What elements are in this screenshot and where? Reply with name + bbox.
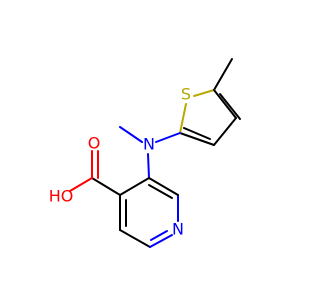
bond-c5-c4-double: [219, 93, 241, 120]
bond-pyridine-c5-c6: [119, 229, 151, 248]
bond-hydroxyl: [69, 177, 93, 192]
bond-pyridine-c6-n: [149, 234, 173, 248]
bond-c2-s: [179, 103, 187, 134]
bond-n-pyridine: [147, 153, 150, 179]
bond-s-c5: [193, 89, 215, 97]
bond-thiophene-methyl: [213, 58, 233, 91]
bond-n-thiophene: [155, 132, 181, 143]
bond-pyridine-c2-c3: [148, 177, 179, 196]
atom-label-pyridine-nitrogen: N: [172, 220, 184, 239]
bond-c5-c4: [213, 89, 237, 119]
bond-c3-c2: [179, 132, 215, 146]
bond-pyridine-c6-n-double: [150, 230, 168, 241]
bond-pyridine-c3-c4: [119, 177, 150, 196]
bond-pyridine-c2-c3-double: [148, 184, 173, 199]
atom-label-hydroxyl: HO: [49, 187, 74, 206]
atom-label-carbonyl-oxygen: O: [88, 134, 101, 153]
atom-label-amine-nitrogen: N: [143, 135, 155, 154]
bond-c4-c3: [213, 117, 237, 146]
bond-c3-c2-double: [183, 127, 211, 140]
atom-label-sulfur: S: [181, 85, 191, 104]
molecule-structure-diagram: S N N HO O: [49, 58, 241, 248]
bond-n-methyl: [119, 126, 143, 143]
bond-pyridine-carboxyl: [91, 177, 121, 196]
